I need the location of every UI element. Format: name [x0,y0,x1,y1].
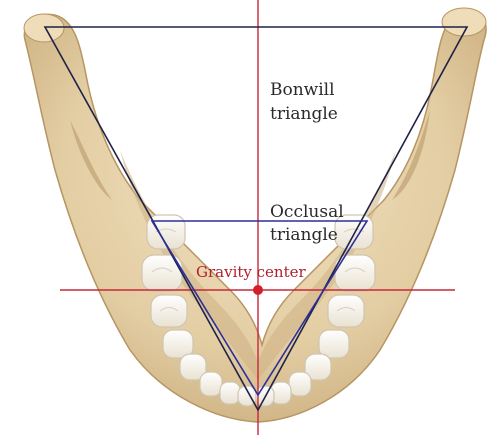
occlusal-label-line1: Occlusal [270,202,344,222]
gravity-center-point [253,285,263,295]
tooth [289,372,311,396]
bonwill-label-line2: triangle [270,104,338,124]
tooth [220,382,240,404]
bonwill-label-line1: Bonwill [270,80,335,100]
tooth [200,372,222,396]
gravity-center-label: Gravity center [196,263,306,281]
tooth [151,295,187,327]
left-condyle [24,14,64,42]
tooth [328,295,364,327]
occlusal-label-line2: triangle [270,225,338,245]
tooth [335,255,375,291]
